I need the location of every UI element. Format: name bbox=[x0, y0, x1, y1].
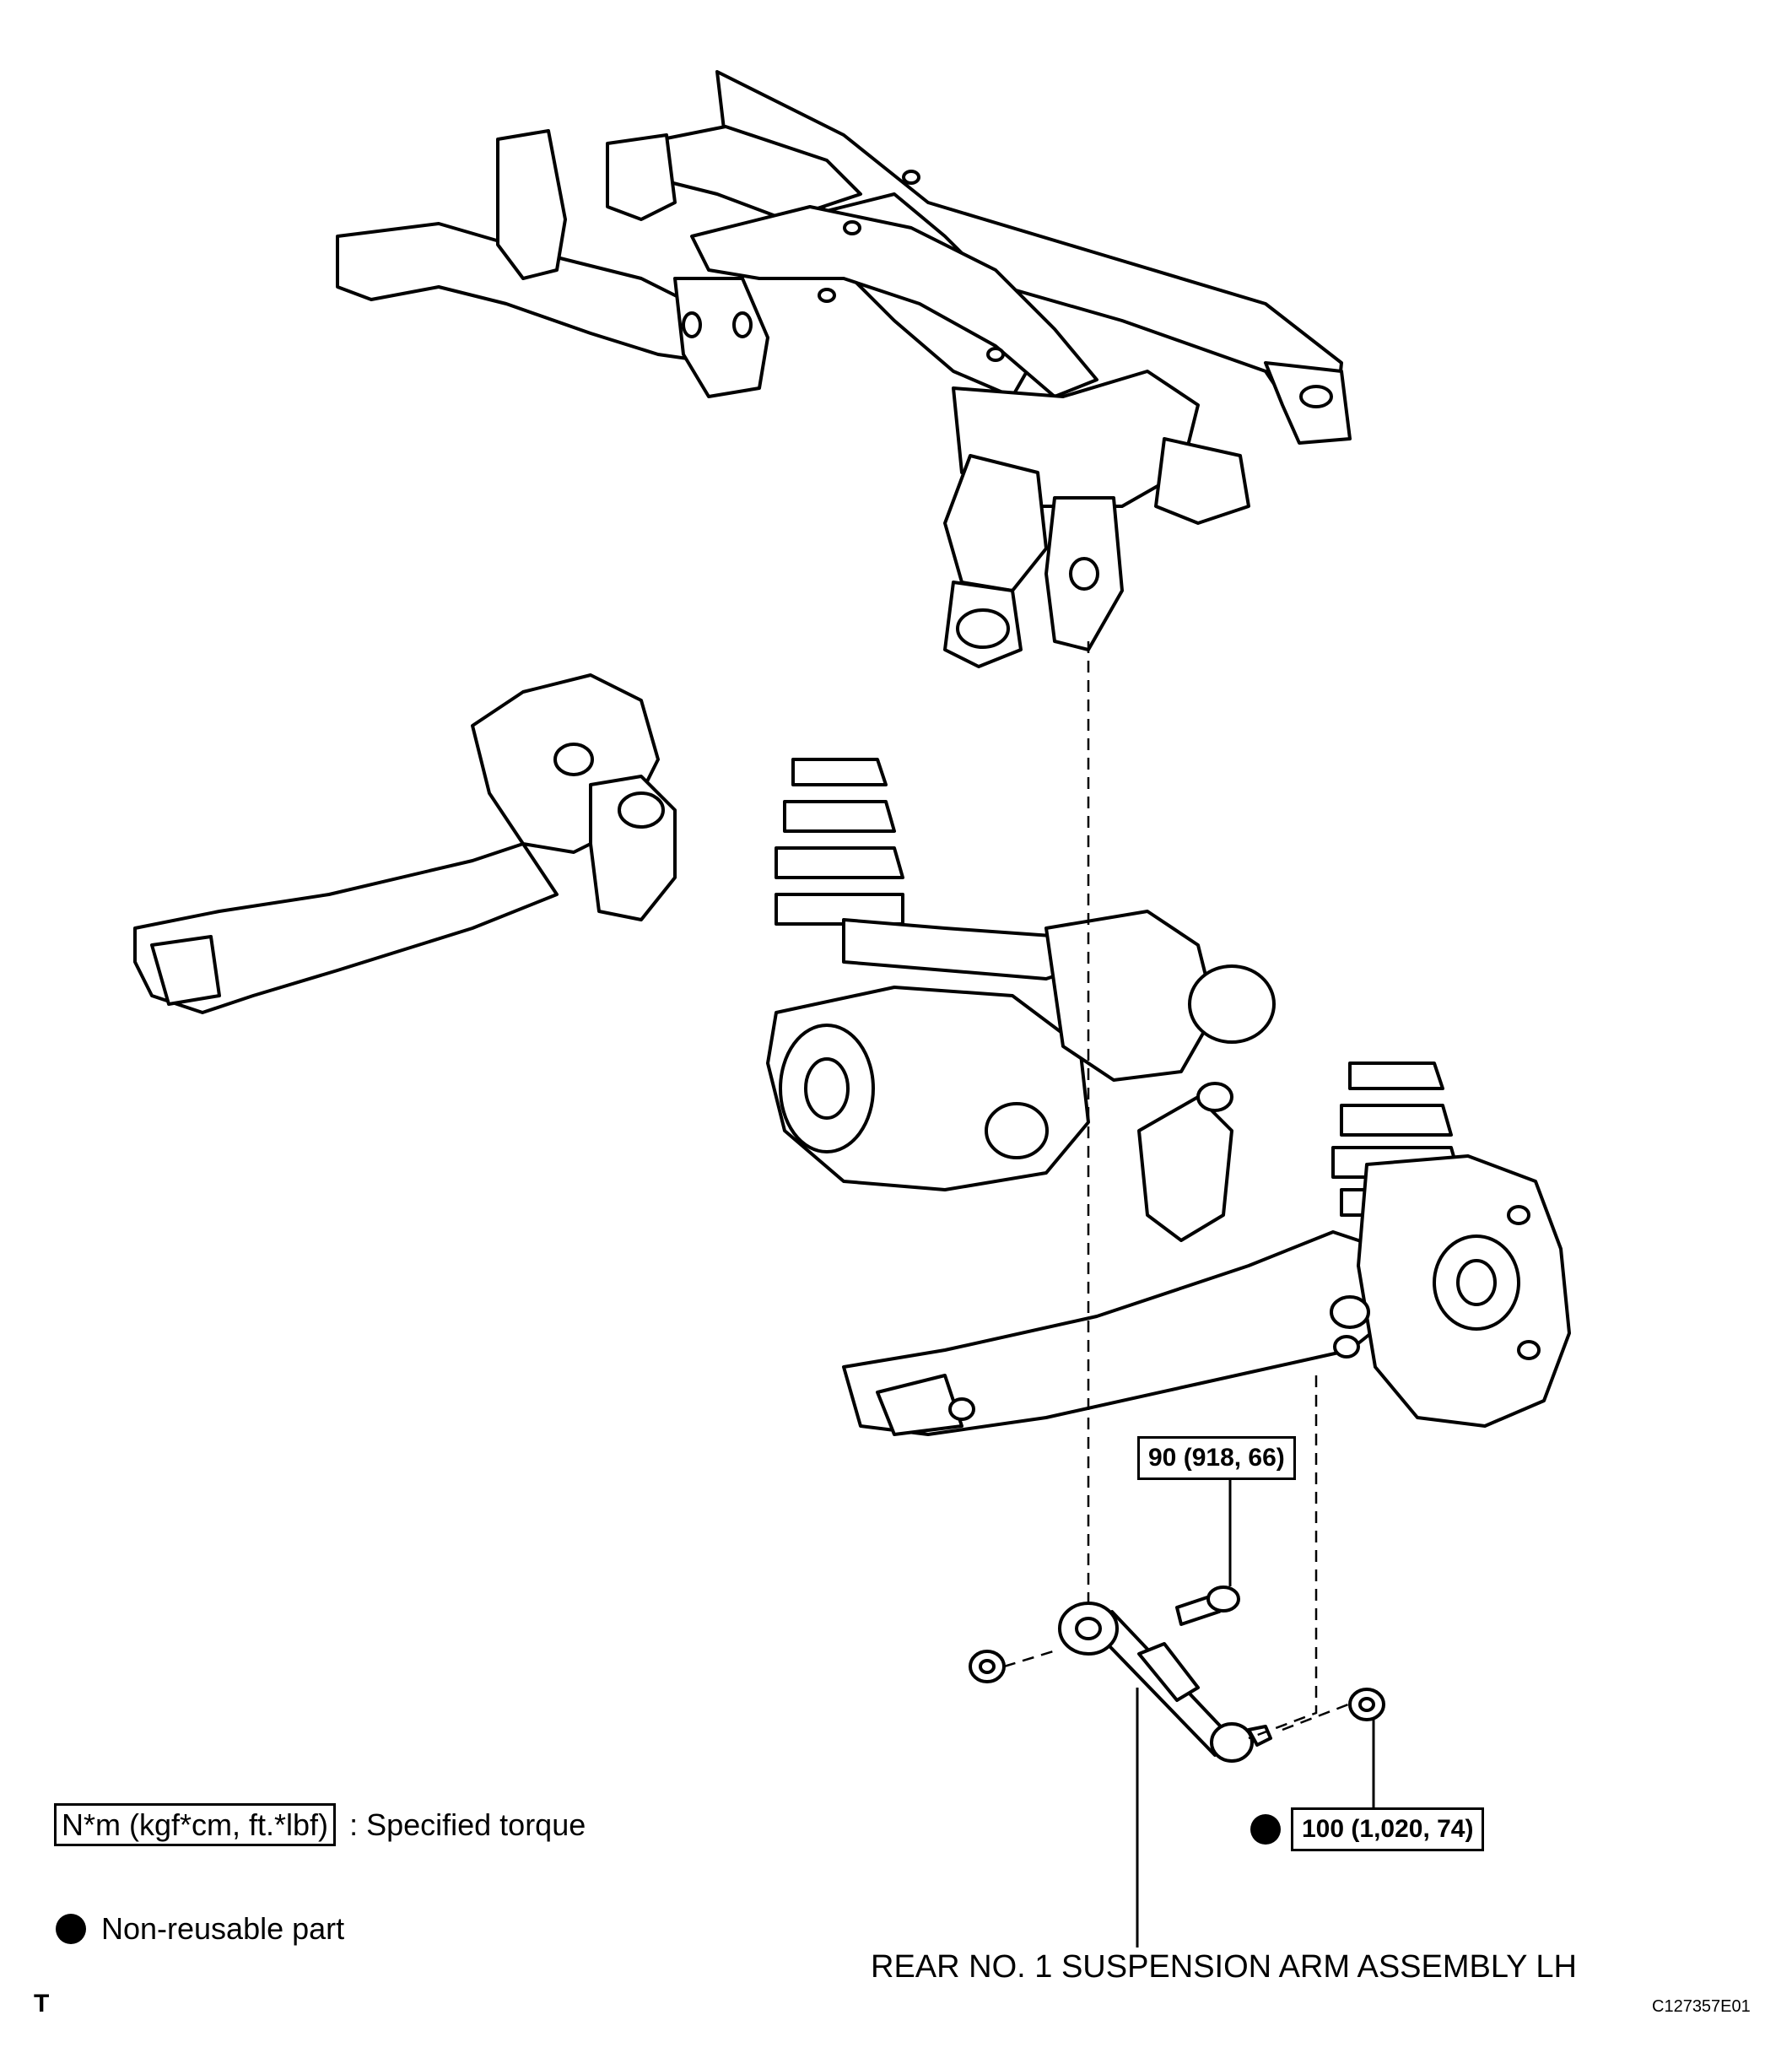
torque-legend: N*m (kgf*cm, ft.*lbf) : Specified torque bbox=[54, 1803, 586, 1846]
torque-legend-box: N*m (kgf*cm, ft.*lbf) bbox=[54, 1803, 337, 1846]
suspension-member-drawing bbox=[336, 70, 1352, 668]
assembly-dashed-lines bbox=[1003, 641, 1349, 1740]
figure-id: C127357E01 bbox=[1652, 1997, 1751, 2016]
leader-lines bbox=[1136, 1478, 1375, 1947]
rear-axle-assembly-drawing bbox=[133, 673, 1571, 1436]
torque-legend-text: : Specified torque bbox=[349, 1807, 586, 1842]
suspension-arm-drawing bbox=[969, 1586, 1385, 1763]
nonreusable-marker-icon bbox=[1250, 1814, 1281, 1845]
nonreusable-legend-text: Non-reusable part bbox=[101, 1911, 345, 1946]
bolt-torque-callout: 90 (918, 66) bbox=[1137, 1436, 1296, 1480]
nonreusable-legend-icon bbox=[56, 1914, 86, 1944]
part-name-label: REAR NO. 1 SUSPENSION ARM ASSEMBLY LH bbox=[871, 1949, 1577, 1985]
corner-mark: T bbox=[34, 1990, 50, 2018]
nut-torque-callout: 100 (1,020, 74) bbox=[1291, 1807, 1485, 1851]
